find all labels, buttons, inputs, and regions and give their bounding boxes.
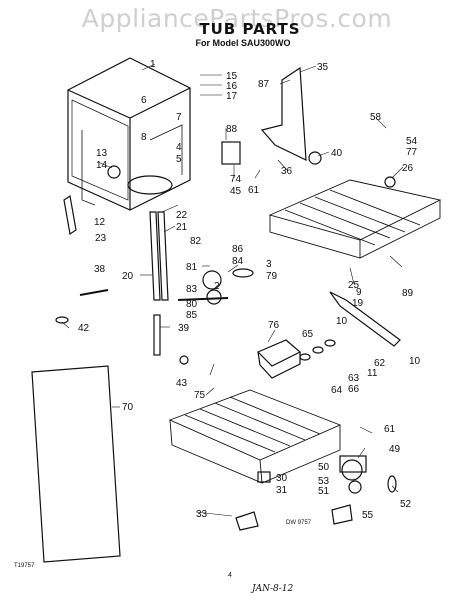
callout-39: 39: [178, 323, 190, 334]
callout-3: 3: [266, 259, 272, 270]
callout-76: 76: [268, 320, 280, 331]
callout-77: 77: [406, 147, 418, 158]
callout-12: 12: [94, 217, 106, 228]
door-panel: [31, 365, 121, 563]
callout-7: 7: [176, 112, 182, 123]
callout-labels: 1 2 3 4 5 6 7 8 9 10 10 11 12 13 14 15 1…: [78, 59, 421, 521]
callout-85: 85: [186, 310, 198, 321]
callout-70: 70: [122, 402, 134, 413]
callout-50: 50: [318, 462, 330, 473]
diagram-title: TUB PARTS: [199, 20, 301, 38]
callout-52: 52: [400, 499, 412, 510]
callout-81: 81: [186, 262, 198, 273]
callout-79: 79: [266, 271, 278, 282]
callout-55: 55: [362, 510, 374, 521]
callout-61b: 61: [384, 424, 396, 435]
callout-36: 36: [281, 166, 293, 177]
callout-6: 6: [141, 95, 147, 106]
footer-code: DW 9757: [286, 520, 312, 526]
callout-8: 8: [141, 132, 147, 143]
callout-10b: 10: [409, 356, 421, 367]
callout-14: 14: [96, 160, 108, 171]
upper-rack: [268, 179, 442, 259]
callout-63: 63: [348, 373, 360, 384]
callout-5: 5: [176, 154, 182, 165]
callout-75: 75: [194, 390, 206, 401]
callout-33: 33: [196, 509, 208, 520]
callout-16: 16: [226, 81, 238, 92]
callout-11: 11: [367, 368, 378, 379]
callout-17: 17: [226, 91, 238, 102]
callout-35: 35: [317, 62, 329, 73]
callout-87: 87: [258, 79, 270, 90]
model-line: For Model SAU300WO: [195, 38, 291, 48]
callout-64: 64: [331, 385, 343, 396]
watermark: AppliancePartsPros.com: [81, 4, 393, 33]
callout-30: 30: [276, 473, 288, 484]
handwritten-date: JAN-8-12: [252, 584, 294, 594]
callout-13: 13: [96, 148, 108, 159]
callout-26: 26: [402, 163, 414, 174]
callout-4: 4: [176, 142, 182, 153]
callout-23: 23: [95, 233, 107, 244]
callout-43: 43: [176, 378, 188, 389]
callout-1: 1: [150, 59, 156, 70]
callout-51: 51: [318, 486, 330, 497]
silverware-basket: [256, 339, 302, 379]
bracket-23: [63, 194, 77, 236]
callout-15: 15: [226, 71, 238, 82]
footer-reference: T19757: [14, 563, 35, 569]
tub-assembly: [67, 57, 191, 211]
rack-rail: [260, 66, 307, 161]
callout-2: 2: [214, 281, 220, 292]
callout-31: 31: [276, 485, 288, 496]
page-number: 4: [228, 572, 232, 579]
callout-74: 74: [230, 174, 242, 185]
lower-rack: [168, 389, 342, 484]
callout-62: 62: [374, 358, 386, 369]
callout-42: 42: [78, 323, 90, 334]
callout-66: 66: [348, 384, 360, 395]
callout-82: 82: [190, 236, 202, 247]
callout-9: 9: [356, 287, 362, 298]
rail-20: [149, 211, 161, 301]
callout-54: 54: [406, 136, 418, 147]
callout-86: 86: [232, 244, 244, 255]
callout-61a: 61: [248, 185, 260, 196]
spray-arm: [329, 291, 401, 347]
callout-21: 21: [176, 222, 188, 233]
callout-65: 65: [302, 329, 314, 340]
callout-88: 88: [226, 124, 238, 135]
leader-lines: [61, 63, 404, 517]
callout-25: 25: [348, 280, 360, 291]
callout-22: 22: [176, 210, 188, 221]
callout-89: 89: [402, 288, 414, 299]
callout-38: 38: [94, 264, 106, 275]
callout-53: 53: [318, 476, 330, 487]
callout-84: 84: [232, 256, 244, 267]
callout-40: 40: [331, 148, 343, 159]
callout-83: 83: [186, 284, 198, 295]
callout-20: 20: [122, 271, 134, 282]
callout-10a: 10: [336, 316, 348, 327]
callout-49: 49: [389, 444, 401, 455]
callout-19: 19: [352, 298, 364, 309]
callout-80: 80: [186, 299, 198, 310]
callout-58: 58: [370, 112, 382, 123]
callout-45: 45: [230, 186, 242, 197]
